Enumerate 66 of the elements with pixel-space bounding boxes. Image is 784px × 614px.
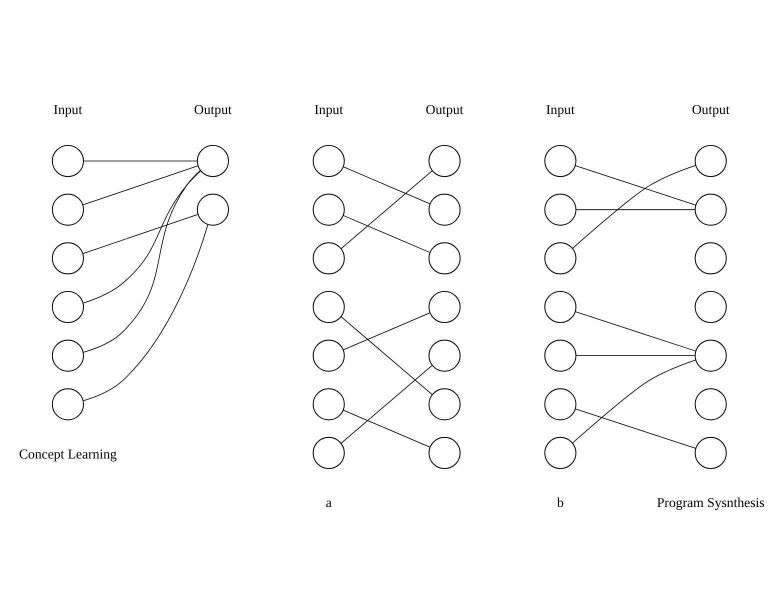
node-circle — [694, 290, 727, 324]
connector — [340, 364, 433, 444]
connector — [576, 209, 696, 210]
node-circle — [544, 340, 576, 372]
connector — [572, 165, 696, 249]
node-circle — [544, 388, 576, 420]
connector — [342, 312, 430, 350]
node-circle — [694, 340, 727, 372]
node-circle — [52, 194, 84, 226]
node-circle — [52, 290, 84, 324]
node-circle — [694, 436, 727, 470]
label: Input — [546, 102, 575, 118]
node-circle — [694, 388, 727, 420]
node-circle — [428, 388, 461, 420]
connector — [574, 165, 696, 206]
node-circle — [544, 436, 576, 470]
node-circle — [544, 194, 576, 226]
node-circle — [312, 436, 345, 470]
label: Input — [54, 102, 82, 118]
connector — [82, 170, 201, 304]
node-circle — [196, 194, 229, 226]
label: Output — [194, 102, 232, 118]
connector — [82, 214, 198, 254]
node-circle — [52, 242, 84, 274]
node-circle — [428, 242, 461, 274]
connector — [82, 224, 208, 402]
connector — [572, 360, 696, 444]
node-circle — [544, 144, 576, 178]
connector — [576, 355, 696, 356]
node-circle — [312, 194, 345, 226]
connector — [340, 170, 433, 250]
connector — [574, 408, 696, 449]
label: Output — [692, 102, 730, 118]
label: Output — [426, 102, 464, 118]
connector — [342, 166, 430, 204]
node-circle — [544, 242, 576, 274]
connector — [340, 316, 433, 396]
node-circle — [52, 340, 84, 372]
label: Concept Learning — [18, 446, 117, 462]
label: a — [326, 495, 332, 510]
connector — [574, 311, 696, 352]
node-circle — [428, 194, 461, 226]
node-circle — [428, 340, 461, 372]
label: Input — [314, 102, 344, 118]
node-circle — [312, 388, 345, 420]
node-circle — [428, 290, 461, 324]
node-circle — [694, 194, 727, 226]
node-circle — [312, 290, 345, 324]
node-circle — [694, 242, 727, 274]
node-circle — [196, 144, 229, 178]
node-circle — [428, 144, 461, 178]
node-circle — [694, 144, 727, 178]
node-circle — [52, 388, 84, 420]
node-circle — [52, 144, 84, 178]
connector — [82, 165, 198, 206]
connector — [83, 170, 201, 353]
label: Program Sysnthesis — [656, 495, 765, 510]
node-circle — [312, 242, 345, 274]
node-circle — [312, 144, 345, 178]
label: b — [556, 495, 564, 510]
node-circle — [544, 290, 576, 324]
connector — [342, 410, 430, 448]
connector — [342, 215, 430, 253]
connector — [83, 160, 198, 162]
node-circle — [312, 340, 345, 372]
node-circle — [428, 436, 461, 470]
